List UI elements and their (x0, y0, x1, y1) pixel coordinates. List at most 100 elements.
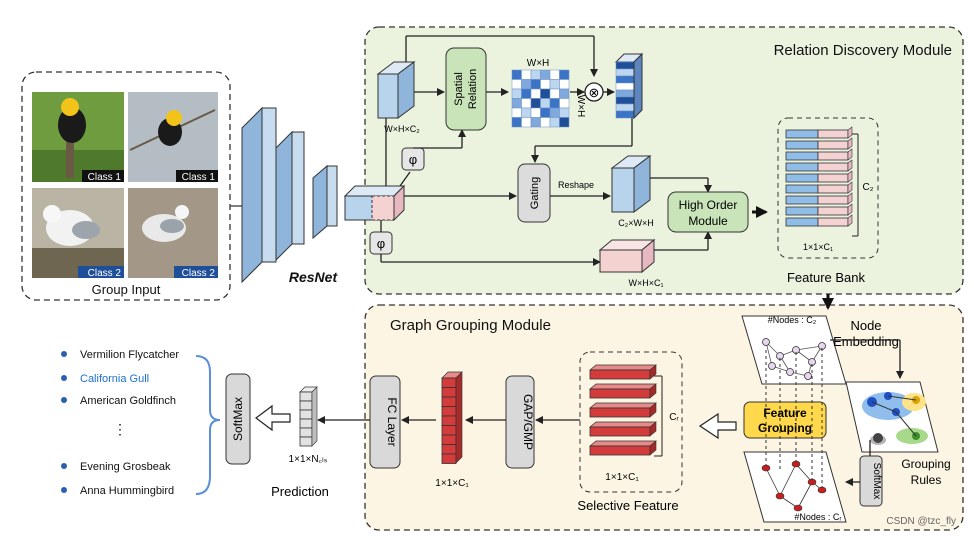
bank-row-left (785, 206, 819, 216)
bank-row-left (785, 129, 819, 139)
phi-bottom-label: φ (377, 236, 385, 251)
stack-cell (441, 434, 457, 445)
graph-edge (797, 481, 813, 509)
bar-front (589, 407, 651, 418)
bar-top (589, 383, 657, 390)
c2wh-label: C₂×W×H (618, 218, 654, 228)
matrix-cell (530, 69, 541, 80)
bank-row-left (785, 195, 819, 205)
feature-bank-side-label: C₂ (862, 182, 873, 193)
bar-side (649, 364, 657, 380)
feature-bank-title: Feature Bank (787, 270, 866, 285)
whc2-block (376, 61, 416, 119)
matrix-cell (511, 88, 522, 99)
grouping-rules-line1: Grouping (901, 457, 950, 471)
gating-label: Gating (529, 177, 541, 209)
gap-gmp-box (505, 375, 535, 469)
high-order-module-box (667, 191, 749, 233)
bank-row-left (785, 151, 819, 161)
matrix-top-label: W×H (527, 58, 550, 69)
node-embedding-line1: Node (850, 318, 881, 333)
matrix-cell (559, 79, 570, 90)
bank-row-right (817, 129, 849, 139)
vector-cell (299, 400, 313, 411)
matrix-cell (549, 69, 560, 80)
matrix-cell (559, 88, 570, 99)
high-order-line2: Module (688, 214, 728, 228)
selective-feature-title: Selective Feature (577, 498, 678, 513)
column-cell (615, 89, 635, 98)
reshape-label: Reshape (558, 180, 594, 190)
input-photo-4: Class 2 (128, 188, 218, 279)
bank-row-right (817, 151, 849, 161)
vector-cell (299, 391, 313, 402)
bank-row-edge (847, 181, 853, 194)
bank-row-edge (847, 159, 853, 172)
stack-side (455, 371, 463, 464)
class-list-brace (195, 355, 221, 495)
matrix-cell (511, 107, 522, 118)
bank-row-edge (847, 148, 853, 161)
vector-cell (299, 436, 313, 447)
prediction-title: Prediction (271, 484, 329, 499)
bank-row-edge (847, 192, 853, 205)
bank-row-left (785, 140, 819, 150)
column-cell (615, 82, 635, 91)
matrix-cell (540, 88, 551, 99)
class-item-label: Evening Grosbeak (80, 461, 171, 473)
feature-grouping-line2: Grouping (758, 421, 812, 435)
matrix-cell (549, 79, 560, 90)
matrix-cell (530, 117, 541, 128)
bank-row-left (785, 184, 819, 194)
bar-side (649, 440, 657, 456)
class-item-label: ⋮ (113, 421, 127, 437)
input-photo-1-label: Class 1 (88, 172, 122, 183)
column-cell (615, 103, 635, 112)
bank-row-edge (847, 170, 853, 183)
matrix-cell (540, 98, 551, 109)
class-bullet (61, 487, 67, 493)
stack-cell (441, 396, 457, 407)
bar-front (589, 388, 651, 399)
vector-cell (299, 418, 313, 429)
bank-row-right (817, 140, 849, 150)
bar-front (589, 445, 651, 456)
bar-front (589, 369, 651, 380)
bar-side (649, 402, 657, 418)
matrix-cell (511, 98, 522, 109)
relation-matrix (511, 69, 570, 128)
embedding-illustration (845, 381, 939, 453)
matrix-cell (559, 117, 570, 128)
class-item-label: Vermilion Flycatcher (80, 349, 179, 361)
matrix-cell (511, 69, 522, 80)
class-item-label: California Gull (80, 373, 149, 385)
graph-node (768, 362, 776, 370)
column-cell (615, 75, 635, 84)
prediction-vector-label: 1×1×N꜀ₗₛ (289, 454, 328, 465)
bank-row-right (817, 184, 849, 194)
input-photo-2: Class 1 (128, 92, 218, 183)
matrix-cell (540, 107, 551, 118)
matrix-cell (521, 98, 532, 109)
fc-layer-label: FC Layer (385, 397, 399, 446)
class-bullet (61, 351, 67, 357)
bank-row-edge (847, 214, 853, 227)
multiply-symbol: ⊗ (589, 85, 600, 100)
bank-row-left (785, 217, 819, 227)
node-embedding-line2: Embedding (833, 334, 899, 349)
matrix-cell (521, 117, 532, 128)
selective-feature-stack (589, 364, 657, 456)
resnet-label: ResNet (289, 269, 339, 285)
matrix-cell (540, 117, 551, 128)
bank-row-edge (847, 203, 853, 216)
fc-layer-box (369, 375, 401, 469)
graph-node (775, 492, 785, 500)
bank-row-left (785, 162, 819, 172)
matrix-cell (521, 88, 532, 99)
relation-module-title: Relation Discovery Module (774, 42, 952, 59)
matrix-cell (549, 98, 560, 109)
vector-cell (299, 409, 313, 420)
pooled-feature-vector (441, 371, 463, 464)
matrix-cell (511, 117, 522, 128)
